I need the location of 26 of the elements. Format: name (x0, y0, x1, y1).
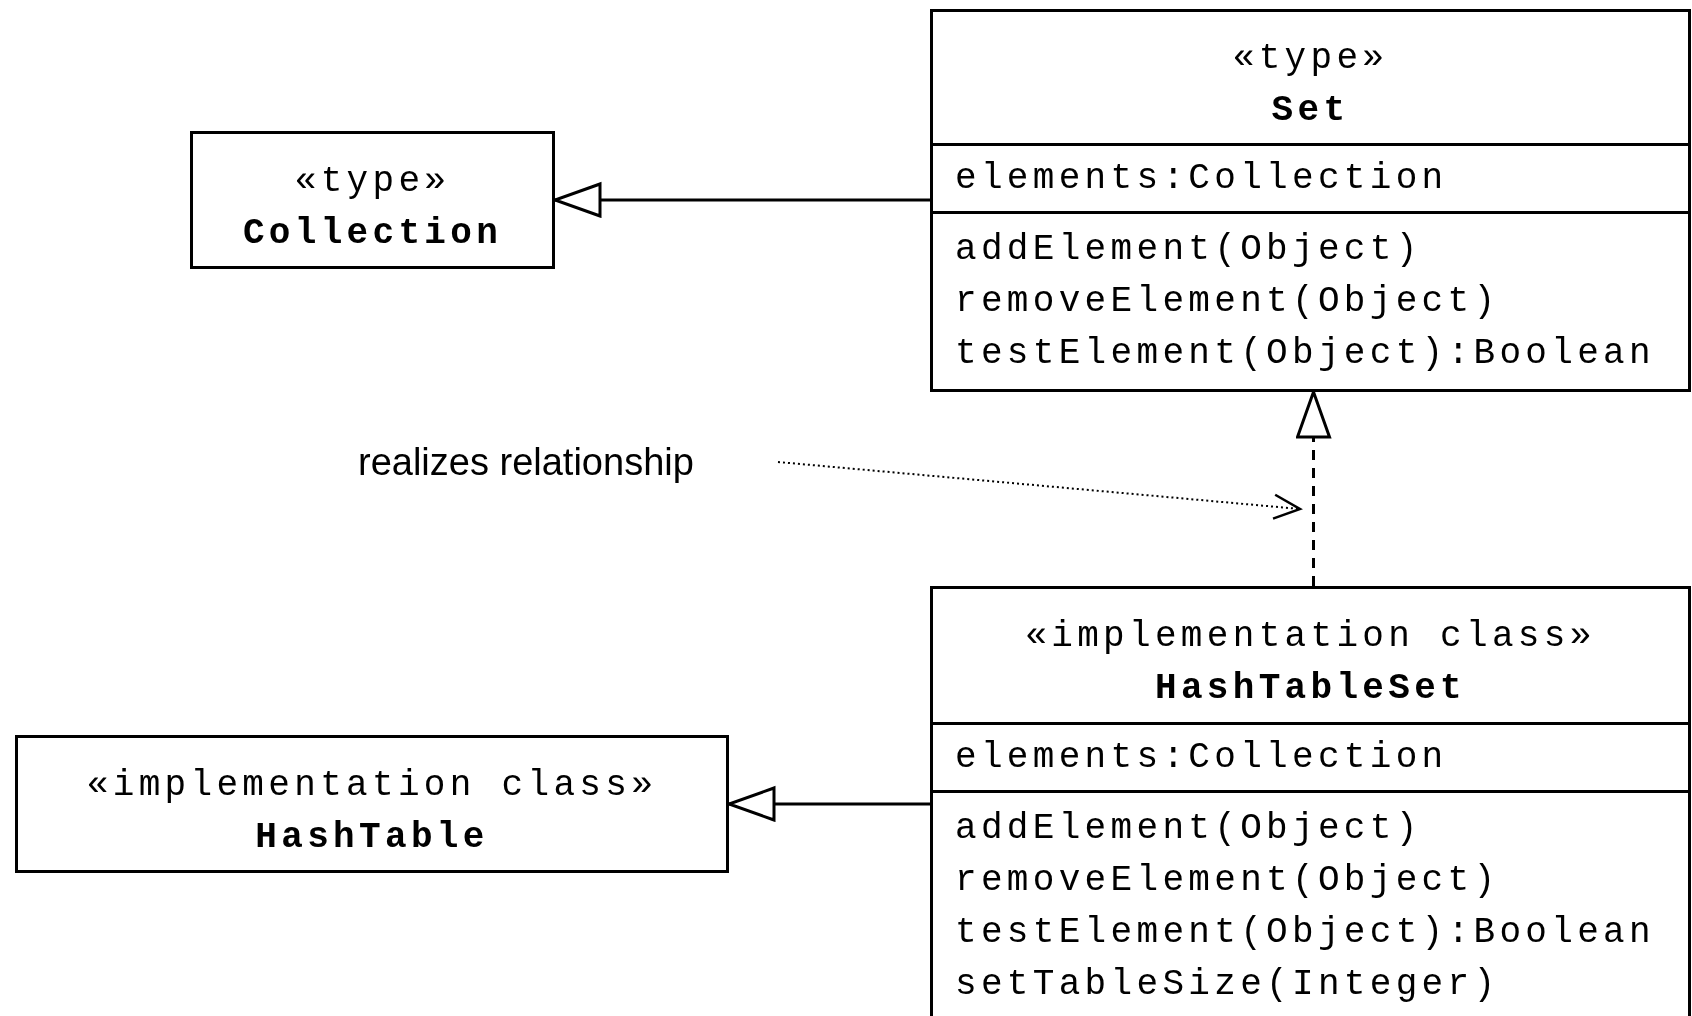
note-text: realizes relationship (358, 438, 694, 486)
class-box (930, 586, 1691, 1016)
leader-line (777, 461, 1302, 520)
stereotype-label: «implementation class» (86, 764, 658, 808)
operation-text: addElement(Object) (955, 807, 1423, 851)
stereotype-label: «type» (294, 160, 451, 204)
attribute-text: elements:Collection (955, 156, 1449, 201)
arrow (1296, 390, 1331, 586)
operation-text: removeElement(Object) (955, 859, 1501, 903)
class-name: HashTable (255, 816, 489, 860)
operation-text: addElement(Object) (955, 228, 1423, 272)
class-box (930, 9, 1691, 392)
class-name: HashTableSet (1154, 666, 1467, 711)
stereotype-label: «implementation class» (1025, 614, 1596, 659)
class-box (15, 735, 729, 873)
class-box (190, 131, 555, 269)
class-name: Set (1271, 88, 1350, 133)
arrow (727, 786, 930, 822)
arrow (553, 182, 930, 218)
stereotype-label: «type» (1232, 36, 1389, 81)
operation-text: testElement(Object):Boolean (955, 332, 1656, 376)
operation-text: testElement(Object):Boolean (955, 911, 1656, 955)
operation-text: removeElement(Object) (955, 280, 1501, 324)
class-name: Collection (242, 212, 503, 256)
attribute-text: elements:Collection (955, 735, 1449, 780)
operation-text: setTableSize(Integer) (955, 963, 1501, 1007)
